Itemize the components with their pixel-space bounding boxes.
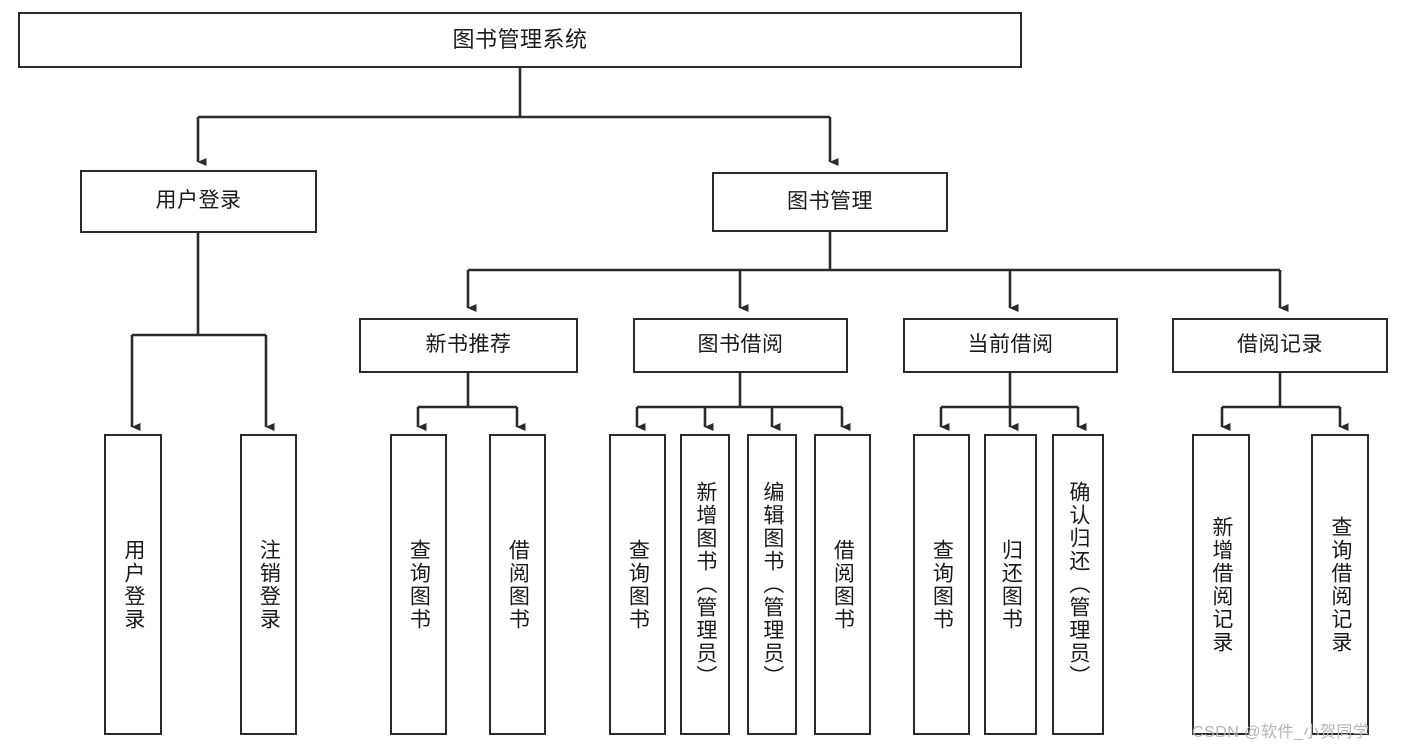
leaf-logout[interactable]: 注销登录 — [240, 434, 297, 735]
node-borrow-record[interactable]: 借阅记录 — [1172, 318, 1388, 373]
node-label: 查询图书 — [407, 538, 431, 631]
leaf-confirm-return-admin[interactable]: 确认归还（管理员） — [1052, 434, 1104, 735]
leaf-add-borrow-record[interactable]: 新增借阅记录 — [1192, 434, 1250, 735]
leaf-query-book-borrow[interactable]: 查询图书 — [609, 434, 666, 735]
node-label: 借阅记录 — [1237, 333, 1323, 357]
node-label: 新增借阅记录 — [1209, 515, 1233, 654]
node-label: 归还图书 — [999, 538, 1023, 631]
leaf-add-book-admin[interactable]: 新增图书（管理员） — [680, 434, 730, 735]
node-current-borrow[interactable]: 当前借阅 — [903, 318, 1118, 373]
leaf-query-book-current[interactable]: 查询图书 — [913, 434, 970, 735]
node-label: 确认归还（管理员） — [1066, 481, 1090, 688]
node-label: 注销登录 — [257, 538, 281, 631]
node-label: 查询图书 — [930, 538, 954, 631]
node-book-management[interactable]: 图书管理 — [712, 172, 948, 232]
leaf-query-borrow-record[interactable]: 查询借阅记录 — [1311, 434, 1369, 735]
node-label: 用户登录 — [121, 538, 145, 631]
leaf-return-book[interactable]: 归还图书 — [984, 434, 1037, 735]
node-label: 图书借阅 — [697, 333, 784, 357]
node-label: 编辑图书（管理员） — [760, 481, 784, 688]
node-label: 图书管理 — [787, 189, 873, 213]
node-label: 查询借阅记录 — [1328, 515, 1352, 654]
node-label: 借阅图书 — [506, 538, 530, 631]
node-label: 用户登录 — [155, 189, 242, 213]
node-label: 新增图书（管理员） — [693, 481, 717, 688]
node-label: 图书管理系统 — [452, 27, 588, 53]
leaf-user-login[interactable]: 用户登录 — [104, 434, 162, 735]
node-label: 借阅图书 — [831, 538, 855, 631]
csdn-watermark: CSDN @软件_小贺同学 — [1192, 724, 1370, 741]
node-label: 查询图书 — [626, 538, 650, 631]
leaf-borrow-book-recommend[interactable]: 借阅图书 — [489, 434, 546, 735]
node-label: 新书推荐 — [425, 333, 512, 357]
node-root-book-management-system[interactable]: 图书管理系统 — [18, 12, 1022, 68]
leaf-query-book-recommend[interactable]: 查询图书 — [390, 434, 447, 735]
node-new-book-recommend[interactable]: 新书推荐 — [359, 318, 578, 373]
leaf-edit-book-admin[interactable]: 编辑图书（管理员） — [747, 434, 797, 735]
node-label: 当前借阅 — [967, 333, 1054, 357]
node-book-borrow[interactable]: 图书借阅 — [633, 318, 848, 373]
leaf-borrow-book[interactable]: 借阅图书 — [814, 434, 871, 735]
node-user-login[interactable]: 用户登录 — [80, 170, 317, 233]
